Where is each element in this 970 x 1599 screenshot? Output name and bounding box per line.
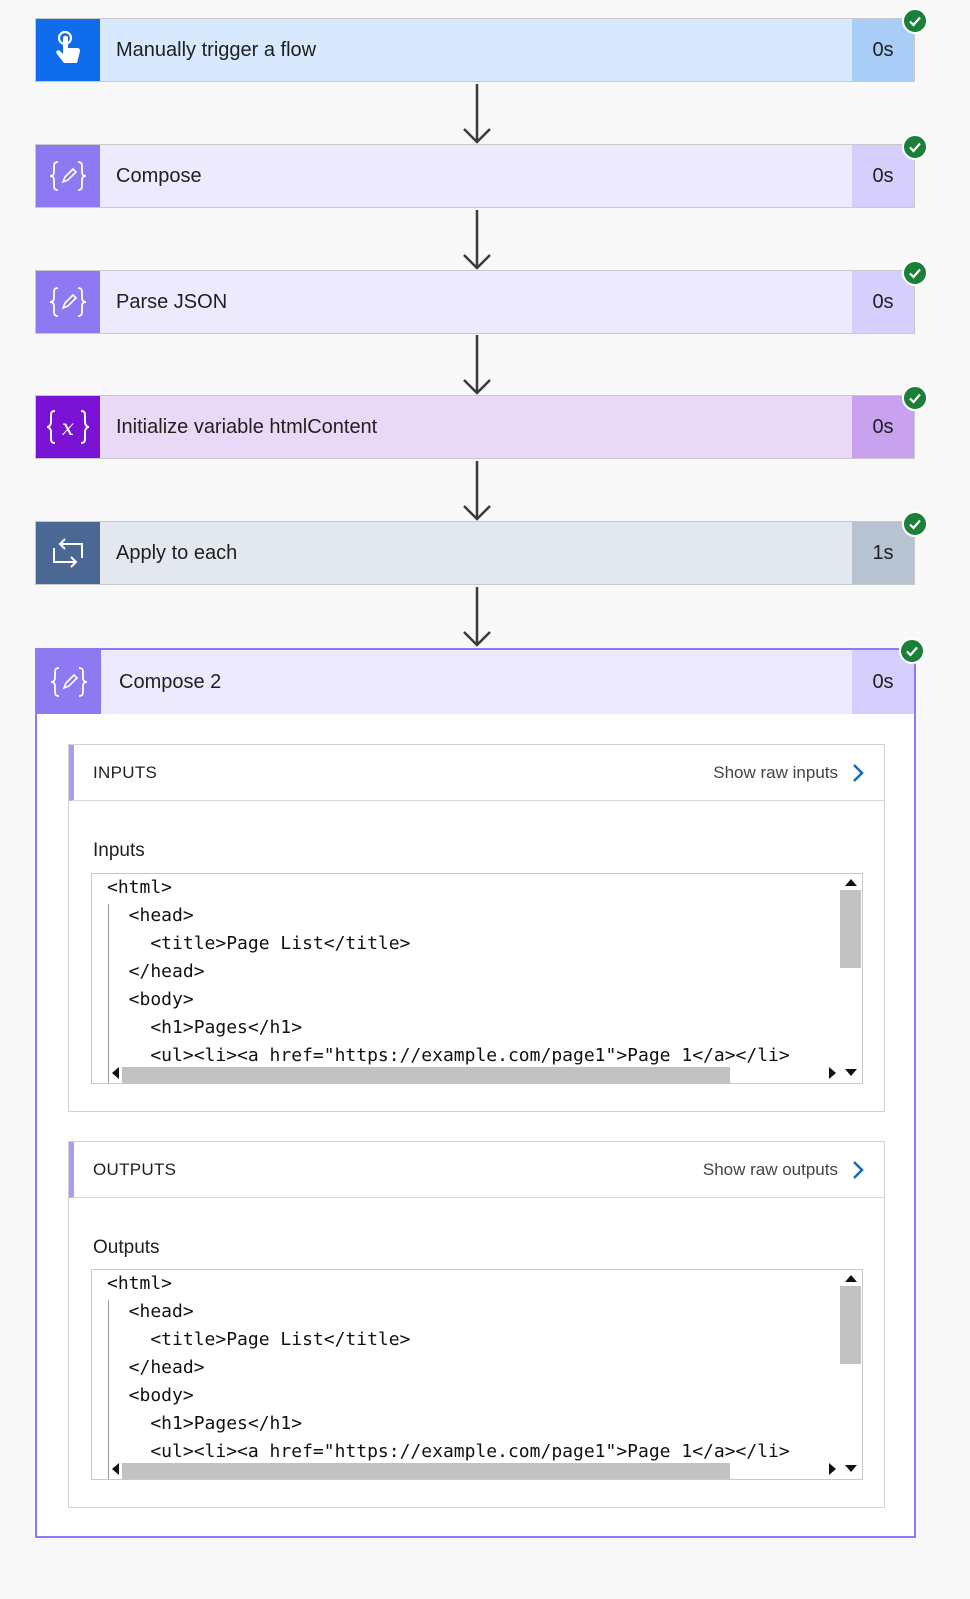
outputs-code-viewer[interactable]: <html> <head> <title>Page List</title> <… [91,1269,863,1480]
success-check-icon [899,638,925,664]
variable-x-icon: x [46,410,90,444]
outputs-section-header: OUTPUTS Show raw outputs [69,1142,884,1198]
chevron-right-icon [853,1160,864,1179]
indent-guide [108,904,109,1083]
code-line: <body> [107,1385,194,1406]
step-duration: 1s [852,522,914,584]
section-title: INPUTS [93,762,158,782]
code-line: <ul><li><a href="https://example.com/pag… [107,1045,790,1066]
connector-arrow-icon [463,210,491,270]
step-icon-box: x [36,396,100,458]
scroll-down-icon[interactable] [845,1465,857,1472]
connector-arrow-icon [463,84,491,144]
show-raw-inputs-link[interactable]: Show raw inputs [713,763,864,783]
scroll-right-icon[interactable] [829,1463,836,1475]
vertical-scrollbar[interactable] [840,1270,862,1460]
success-check-icon [902,385,928,411]
code-line: <title>Page List</title> [107,933,411,954]
scroll-up-icon[interactable] [845,1275,857,1282]
code-line: <body> [107,989,194,1010]
inputs-section-header: INPUTS Show raw inputs [69,745,884,801]
code-line: <head> [107,1301,194,1322]
step-title: Manually trigger a flow [100,19,852,81]
step-duration: 0s [852,271,914,333]
scroll-left-icon[interactable] [112,1067,119,1079]
compose-braces-icon [49,161,87,191]
step-duration: 0s [852,650,914,714]
code-line: </head> [107,1357,205,1378]
code-line: <html> [107,877,173,898]
scroll-down-icon[interactable] [845,1069,857,1076]
scroll-left-icon[interactable] [112,1463,119,1475]
success-check-icon [902,8,928,34]
field-label: Outputs [93,1237,160,1258]
loop-icon [53,538,83,568]
step-duration: 0s [852,19,914,81]
step-icon-box [37,650,101,714]
success-check-icon [902,134,928,160]
vertical-scroll-thumb[interactable] [840,1286,861,1364]
step-icon-box [36,522,100,584]
code-line: <html> [107,1273,173,1294]
scroll-up-icon[interactable] [845,879,857,886]
step-icon-box [36,271,100,333]
connector-arrow-icon [463,587,491,647]
step-card-manual-trigger[interactable]: Manually trigger a flow 0s [35,18,915,82]
code-line: <h1>Pages</h1> [107,1413,303,1434]
scroll-right-icon[interactable] [829,1067,836,1079]
inputs-code-viewer[interactable]: <html> <head> <title>Page List</title> <… [91,873,863,1084]
code-line: <head> [107,905,194,926]
step-card-parse-json[interactable]: Parse JSON 0s [35,270,915,334]
chevron-right-icon [853,763,864,782]
connector-arrow-icon [463,461,491,521]
field-label: Inputs [93,840,145,861]
code-line: <ul><li><a href="https://example.com/pag… [107,1441,790,1462]
section-title: OUTPUTS [93,1159,177,1179]
step-duration: 0s [852,396,914,458]
step-icon-box [36,145,100,207]
show-raw-outputs-link[interactable]: Show raw outputs [703,1160,864,1180]
vertical-scroll-thumb[interactable] [840,890,861,968]
step-title: Initialize variable htmlContent [100,396,852,458]
step-title: Compose 2 [119,670,222,693]
vertical-scrollbar[interactable] [840,874,862,1064]
step-card-compose[interactable]: Compose 0s [35,144,915,208]
indent-guide [108,1300,109,1479]
step-icon-box [36,19,100,81]
hand-touch-icon [56,30,80,63]
step-card-initialize-variable[interactable]: x Initialize variable htmlContent 0s [35,395,915,459]
step-duration: 0s [852,145,914,207]
raw-link-label: Show raw inputs [713,762,838,782]
success-check-icon [902,511,928,537]
horizontal-scroll-thumb[interactable] [122,1067,730,1083]
step-title: Parse JSON [100,271,852,333]
code-line: <title>Page List</title> [107,1329,411,1350]
compose-braces-icon [49,287,87,317]
svg-text:x: x [62,416,75,441]
horizontal-scroll-thumb[interactable] [122,1463,730,1479]
code-line: </head> [107,961,205,982]
step-card-compose-2-expanded: Compose 2 0s INPUTS Show raw inputs Inpu… [35,648,916,1538]
step-title: Compose [100,145,852,207]
success-check-icon [902,260,928,286]
connector-arrow-icon [463,335,491,395]
inputs-section: INPUTS Show raw inputs Inputs <html> <he… [68,744,885,1112]
raw-link-label: Show raw outputs [702,1159,838,1179]
step-card-apply-to-each[interactable]: Apply to each 1s [35,521,915,585]
step-header[interactable]: Compose 2 0s [37,650,914,714]
step-title: Apply to each [100,522,852,584]
compose-braces-icon [50,667,88,697]
outputs-section: OUTPUTS Show raw outputs Outputs <html> … [68,1141,885,1508]
code-line: <h1>Pages</h1> [107,1017,303,1038]
